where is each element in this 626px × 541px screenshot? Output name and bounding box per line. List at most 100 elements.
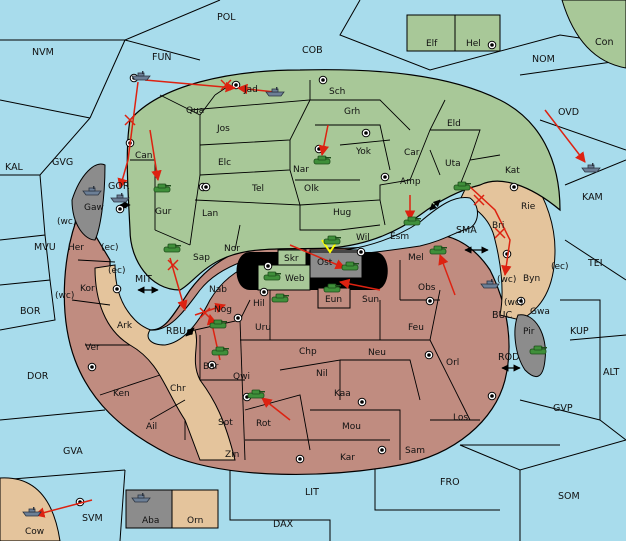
supply-center-dot [490, 43, 494, 47]
label-nab: Nab [209, 285, 227, 295]
label-sap: Sap [193, 253, 210, 263]
label-byn: Byn [523, 274, 540, 284]
supply-center-dot [380, 448, 384, 452]
label-kal: KAL [5, 162, 24, 173]
label-cow: Cow [25, 527, 44, 537]
island-aba [125, 489, 173, 529]
red-borders [71, 259, 480, 461]
label-aba: Aba [142, 516, 159, 526]
label-lit: LIT [305, 487, 319, 498]
label-sun: Sun [362, 295, 379, 305]
label-nar: Nar [293, 165, 309, 175]
cut-marks [124, 79, 506, 319]
label-pol: POL [217, 12, 236, 23]
label-mel: Mel [408, 253, 424, 263]
supply-center-dot [90, 365, 94, 369]
land-labels: Elf Hel Jad Sch Qua Grh Jos Eld Can Nar … [25, 39, 550, 537]
label-pir: Pir [523, 327, 535, 337]
label-esm: Esm [390, 232, 409, 242]
supply-center-dot [234, 83, 238, 87]
label-lan: Lan [202, 209, 218, 219]
label-sam: Sam [405, 446, 425, 456]
label-grh: Grh [344, 107, 360, 117]
label-nom: NOM [532, 54, 555, 65]
label-rie: Rie [521, 202, 536, 212]
label-gwa: Gwa [530, 307, 550, 317]
label-gor: GOR [108, 181, 130, 192]
label-sot: Sot [218, 418, 233, 428]
label-rod: ROD [498, 352, 519, 363]
label-dor: DOR [27, 371, 49, 382]
label-orn: Orn [187, 516, 203, 526]
label-kup: KUP [570, 326, 589, 337]
label-con: Con [595, 37, 613, 48]
label-som: SOM [558, 491, 580, 502]
label-qwi: Qwi [233, 372, 250, 382]
label-buc: BUC [492, 310, 512, 321]
label-mou: Mou [342, 422, 361, 432]
label-ken: Ken [113, 389, 130, 399]
label-wil: Wil [356, 233, 370, 243]
label-gvp: GVP [553, 403, 573, 414]
label-gva: GVA [63, 446, 83, 457]
label-jos: Jos [216, 124, 230, 134]
label-nvm: NVM [32, 47, 54, 58]
supply-center-dot [262, 290, 266, 294]
label-byn-ec: (ec) [551, 262, 569, 272]
supply-center-dot [204, 185, 208, 189]
label-alt: ALT [603, 367, 619, 378]
label-kaa: Kaa [334, 389, 351, 399]
label-neu: Neu [368, 348, 386, 358]
label-olk: Olk [304, 184, 320, 194]
sea-labels: POL FUN NVM COB NOM Con OVD KAL GVG KAM … [5, 12, 619, 530]
label-nog: Nog [214, 305, 232, 315]
label-elc: Elc [218, 158, 231, 168]
label-sma: SMA [456, 225, 477, 236]
label-web: Web [285, 274, 305, 284]
label-eun: Eun [325, 295, 342, 305]
pir-island [514, 314, 546, 378]
label-mvu: MVU [34, 242, 56, 253]
label-ail: Ail [146, 422, 157, 432]
label-hel: Hel [466, 39, 481, 49]
supply-center-dot [118, 207, 122, 211]
supply-center-dot [383, 175, 387, 179]
label-her: Her [68, 243, 84, 253]
label-gaw-wc: (wc) [57, 217, 76, 227]
label-car: Car [404, 148, 420, 158]
supply-center-dot [210, 363, 214, 367]
supply-center-dot [359, 250, 363, 254]
island-elf [406, 14, 456, 52]
label-bri: Bri [492, 221, 504, 231]
label-bor: BOR [20, 306, 41, 317]
label-her-ec: (ec) [101, 243, 119, 253]
label-uta: Uta [445, 159, 461, 169]
supply-center-dot [428, 299, 432, 303]
label-fun: FUN [152, 52, 172, 63]
supply-center-dot [298, 457, 302, 461]
supply-center-dot [360, 400, 364, 404]
supply-center-dot [236, 316, 240, 320]
coast-labels: (wc) (ec) (ec) (wc) (wc) (ec) (wc) [55, 217, 569, 308]
supply-center-dot [427, 353, 431, 357]
label-dax: DAX [273, 519, 294, 530]
label-kor: Kor [80, 284, 95, 294]
label-bar: Bar [203, 362, 219, 372]
label-byn-wc: (wc) [497, 275, 516, 285]
label-can: Can [135, 151, 153, 161]
label-amp: Amp [400, 177, 421, 187]
supply-center-dot [321, 78, 325, 82]
supply-center-dot [519, 299, 523, 303]
label-rbu: RBU [166, 326, 186, 337]
label-uru: Uru [255, 323, 271, 333]
supply-center-dot [317, 147, 321, 151]
label-orl: Orl [446, 358, 459, 368]
label-tei: TEI [587, 258, 603, 269]
label-cob: COB [302, 45, 323, 56]
supply-center-dot [266, 264, 270, 268]
label-sch: Sch [329, 87, 345, 97]
label-svm: SVM [82, 513, 103, 524]
label-kar: Kar [340, 453, 355, 463]
island-orn [171, 489, 219, 529]
